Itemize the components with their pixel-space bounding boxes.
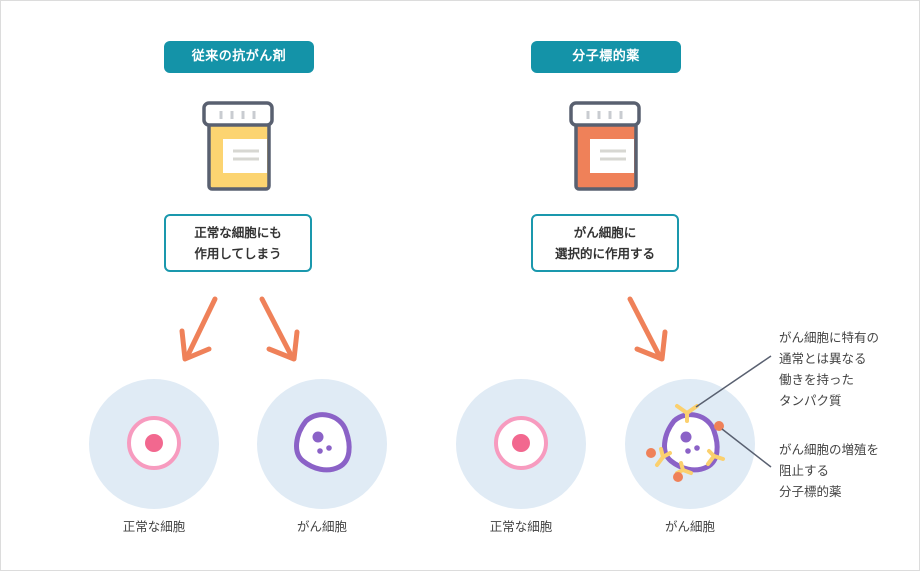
description-box-molecular-targeted: がん細胞に 選択的に作用する xyxy=(531,214,679,272)
medicine-jar-icon xyxy=(202,101,274,191)
normal-cell-icon xyxy=(494,416,548,470)
annotation-protein: がん細胞に特有の 通常とは異なる 働きを持った タンパク質 xyxy=(779,327,879,411)
annotation-line: 通常とは異なる xyxy=(779,351,867,366)
receptor-icon xyxy=(675,404,699,423)
cell-caption: 正常な細胞 xyxy=(122,519,186,534)
receptor-icon xyxy=(706,449,725,466)
normal-cell-icon xyxy=(127,416,181,470)
drug-molecule-icon xyxy=(714,421,724,431)
medicine-jar-icon xyxy=(569,101,641,191)
drug-molecule-icon xyxy=(673,472,683,482)
cell-caption: がん細胞 xyxy=(296,519,347,534)
description-line: がん細胞に xyxy=(573,225,637,240)
annotation-line: がん細胞に特有の xyxy=(779,330,880,345)
leader-line xyxy=(721,428,772,468)
description-box-conventional: 正常な細胞にも 作用してしまう xyxy=(164,214,312,272)
leader-line xyxy=(695,355,772,408)
title-molecular-targeted: 分子標的薬 xyxy=(531,41,681,73)
cell-caption: 正常な細胞 xyxy=(489,519,553,534)
description-line: 正常な細胞にも xyxy=(194,225,282,240)
annotation-line: 働きを持った xyxy=(779,372,855,387)
receptor-icon xyxy=(655,447,672,467)
description-line: 作用してしまう xyxy=(194,246,282,261)
annotation-line: がん細胞の増殖を xyxy=(779,442,880,457)
annotation-line: 阻止する xyxy=(779,463,830,478)
receptor-icon xyxy=(675,461,693,475)
annotation-line: タンパク質 xyxy=(779,393,842,408)
drug-molecule-icon xyxy=(646,448,656,458)
arrow-icon xyxy=(179,296,218,362)
description-line: 選択的に作用する xyxy=(554,246,655,261)
arrow-icon xyxy=(627,296,668,362)
annotation-line: 分子標的薬 xyxy=(779,484,842,499)
cancer-cell-icon xyxy=(662,412,720,473)
cell-caption: がん細胞 xyxy=(664,519,715,534)
title-conventional: 従来の抗がん剤 xyxy=(164,41,314,73)
cancer-cell-icon xyxy=(294,412,352,473)
annotation-drug: がん細胞の増殖を 阻止する 分子標的薬 xyxy=(779,439,879,502)
arrow-icon xyxy=(259,296,300,362)
